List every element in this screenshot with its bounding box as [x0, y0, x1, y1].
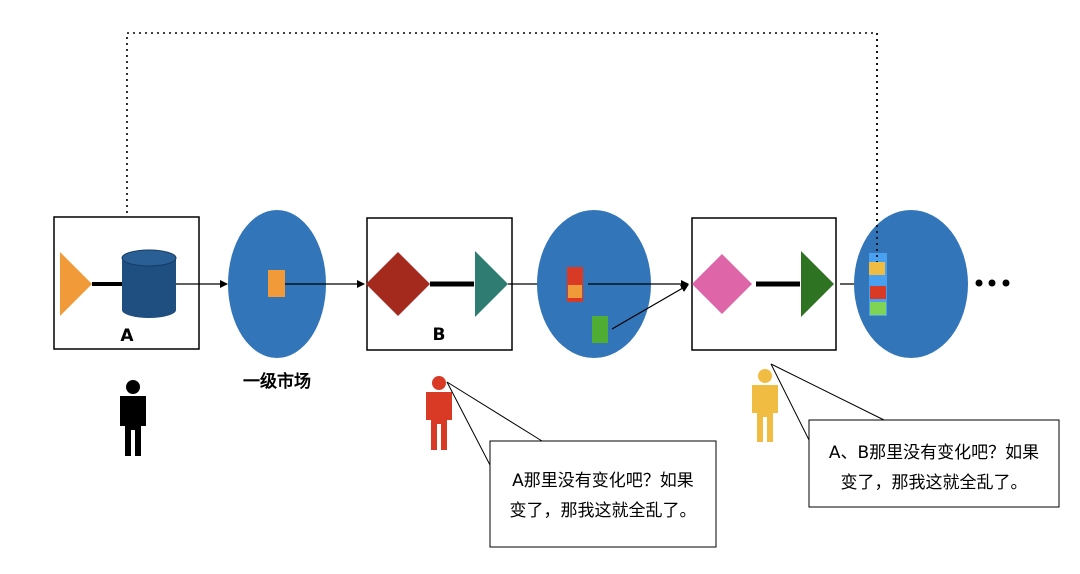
- person-black-icon: [120, 380, 146, 456]
- box-b-label: B: [433, 325, 446, 345]
- market-ellipse-3: [854, 210, 968, 358]
- box-a-label: A: [120, 326, 134, 346]
- callout-1-line-2: 变了，那我这就全乱了。: [510, 501, 697, 521]
- box-c: [691, 217, 837, 351]
- primary-market-label: 一级市场: [243, 371, 311, 392]
- ellipsis-dots: [975, 279, 1010, 287]
- orange-triangle: [60, 252, 92, 316]
- box-b: B: [366, 217, 513, 351]
- green-triangle: [801, 251, 834, 317]
- box-a: A: [53, 216, 200, 350]
- red-diamond: [366, 252, 430, 316]
- primary-market-ellipse: [228, 210, 326, 358]
- callout-2-line-1: A、B那里没有变化吧？如果: [829, 443, 1039, 463]
- database-cylinder-icon: [121, 249, 177, 318]
- callout-1-line-1: A那里没有变化吧？如果: [512, 471, 694, 491]
- person-yellow-icon: [752, 369, 778, 442]
- callout-1: A那里没有变化吧？如果 变了，那我这就全乱了。: [446, 381, 717, 548]
- dotted-feedback-line: [126, 32, 878, 262]
- callout-2-line-2: 变了，那我这就全乱了。: [841, 473, 1028, 493]
- teal-triangle: [475, 251, 508, 317]
- callout-2: A、B那里没有变化吧？如果 变了，那我这就全乱了。: [770, 363, 1060, 508]
- pink-diamond: [692, 254, 752, 314]
- person-red-icon: [426, 376, 452, 450]
